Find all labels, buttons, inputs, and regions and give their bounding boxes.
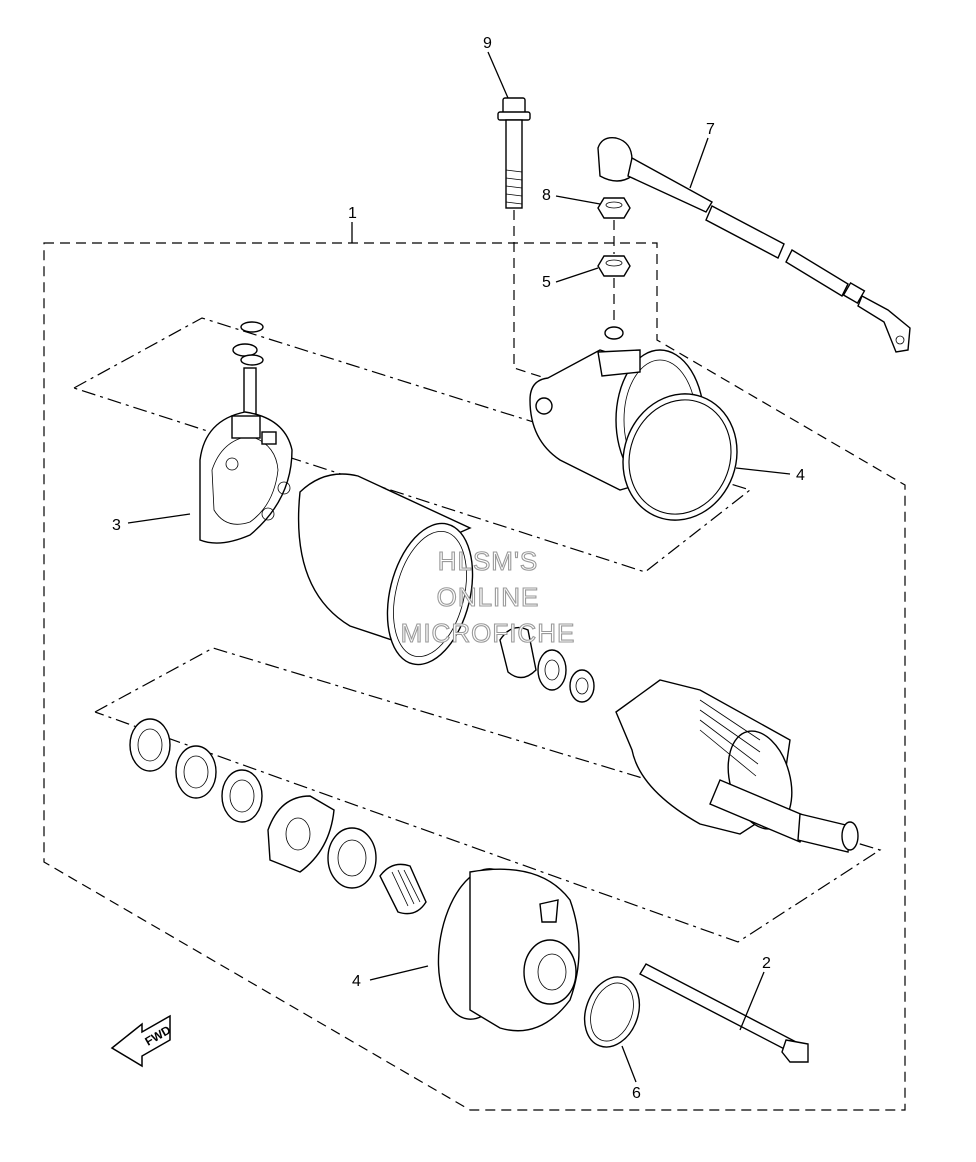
callout-2: 2: [762, 955, 771, 972]
watermark-line1: HLSM'S: [438, 546, 539, 576]
armature-part: [615, 679, 859, 853]
o-ring-lower-part: [583, 976, 641, 1048]
watermark: HLSM'S ONLINE MICROFICHE: [400, 545, 576, 648]
callout-5: 5: [542, 274, 551, 291]
fwd-arrow-icon: FWD: [110, 1014, 173, 1068]
callout-4-lower: 4: [352, 973, 361, 990]
callout-9: 9: [483, 35, 492, 52]
callout-6: 6: [632, 1085, 641, 1102]
callout-8: 8: [542, 187, 551, 204]
washer-set-middle: [499, 626, 595, 703]
long-bolt-part: [497, 97, 546, 379]
callout-3: 3: [112, 517, 121, 534]
watermark-line2: ONLINE: [437, 582, 540, 612]
callout-1: 1: [348, 205, 357, 222]
alignment-planes: [73, 317, 882, 943]
lead-wire-part: [597, 137, 911, 353]
leader-lines: [127, 51, 791, 1083]
o-ring-upper-part: [622, 393, 738, 521]
through-bolt-part: [639, 963, 809, 1063]
watermark-line3: MICROFICHE: [401, 618, 576, 648]
callout-labels: 1 2 3 4 4 5 6 7 8 9: [112, 35, 805, 1102]
callout-7: 7: [706, 121, 715, 138]
yoke-part: [297, 473, 474, 666]
assembly-boundary: [43, 242, 906, 1111]
shim-washers-lower: [129, 718, 427, 915]
nut-parts: [597, 197, 631, 340]
brush-holder-part: [199, 321, 293, 544]
callout-4-upper: 4: [796, 467, 805, 484]
rear-cover-part: [437, 868, 580, 1032]
